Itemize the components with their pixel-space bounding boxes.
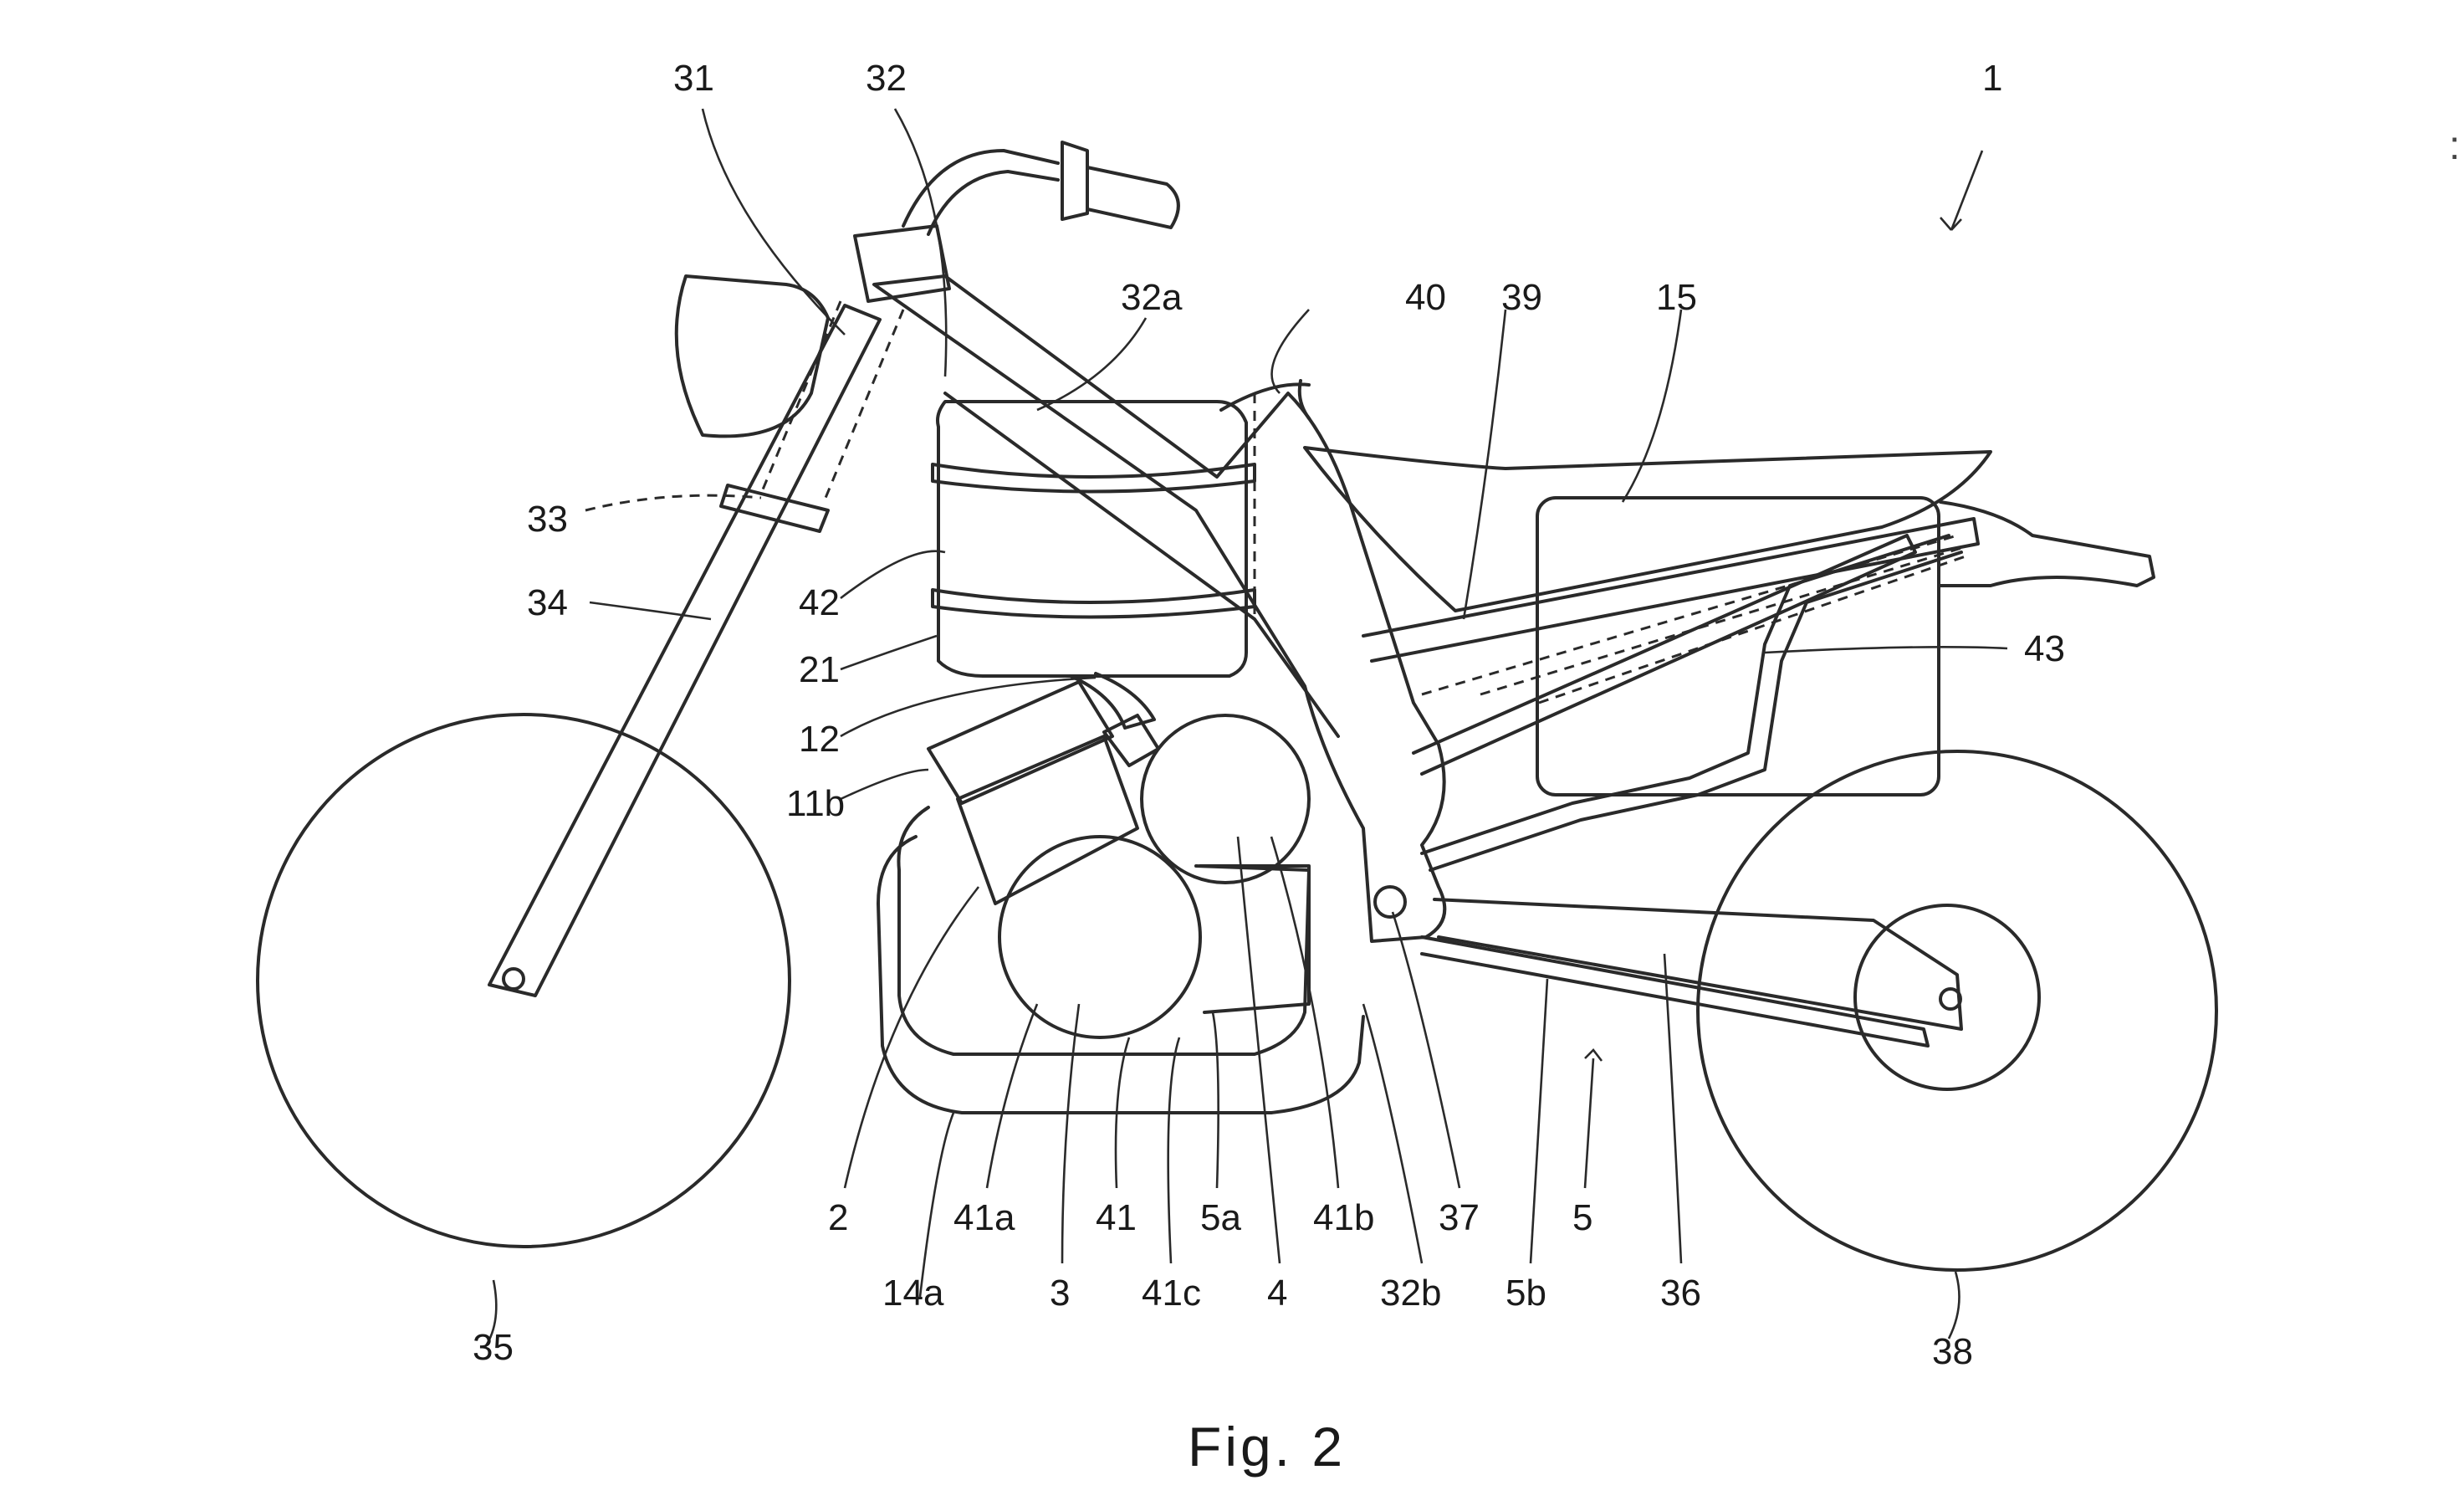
crank-case-3 xyxy=(998,835,1202,1039)
rear-fender xyxy=(1939,500,2155,587)
figure-caption: Fig. 2 xyxy=(1188,1416,1346,1478)
front-wheel xyxy=(256,713,791,1248)
upper-fork-bracket xyxy=(853,224,951,303)
label-40: 40 xyxy=(1405,277,1446,318)
cylinder-2 xyxy=(956,735,1139,905)
battery-box-15 xyxy=(1536,496,1940,796)
label-4: 4 xyxy=(1267,1273,1287,1314)
rear-sub-frame xyxy=(1412,534,1917,776)
engine-case-41c xyxy=(1199,864,1311,1014)
handlebar xyxy=(902,149,1060,228)
lower-fork-bracket xyxy=(719,484,830,533)
label-31: 31 xyxy=(673,58,714,99)
label-41c: 41c xyxy=(1142,1273,1201,1314)
label-15: 15 xyxy=(1656,277,1697,318)
label-2: 2 xyxy=(828,1197,848,1238)
label-14a: 14a xyxy=(882,1273,944,1314)
front-fork xyxy=(488,304,882,997)
label-39: 39 xyxy=(1501,277,1542,318)
seat-rail xyxy=(1362,517,1980,663)
label-32: 32 xyxy=(866,58,907,99)
front-axle xyxy=(502,967,525,991)
label-5a: 5a xyxy=(1200,1197,1241,1238)
label-5: 5 xyxy=(1572,1197,1592,1238)
handle-grip xyxy=(1061,141,1180,229)
label-35: 35 xyxy=(473,1327,514,1368)
label-1: 1 xyxy=(1982,58,2002,99)
tank-42 xyxy=(936,400,1248,678)
leader-lines xyxy=(483,108,2008,1348)
swing-arm-36 xyxy=(1433,898,1963,1031)
rear-wheel xyxy=(1696,750,2218,1272)
label-38: 38 xyxy=(1932,1331,1973,1372)
label-32b: 32b xyxy=(1380,1273,1441,1314)
main-frame-upper xyxy=(872,274,1447,943)
pivot-37 xyxy=(1373,885,1407,919)
label-41b: 41b xyxy=(1313,1197,1374,1238)
label-11b: 11b xyxy=(786,783,845,824)
label-3: 3 xyxy=(1050,1273,1070,1314)
label-5b: 5b xyxy=(1505,1273,1546,1314)
seat xyxy=(1303,446,1992,612)
label-12: 12 xyxy=(799,719,840,760)
handlebar-stem xyxy=(927,170,1060,236)
label-34: 34 xyxy=(527,582,568,623)
label-41a: 41a xyxy=(953,1197,1015,1238)
generator-4 xyxy=(1140,714,1311,884)
rear-sprocket xyxy=(1853,904,2041,1091)
frame-down-tube xyxy=(943,392,1340,738)
reference-labels: 31 32 1 32a 40 39 15 33 34 42 21 12 11b … xyxy=(473,58,2460,1478)
tank-band-upper xyxy=(931,463,1256,494)
intake-pipe-12 xyxy=(1069,672,1156,730)
swing-arm-lower-5b xyxy=(1420,935,1930,1047)
label-41: 41 xyxy=(1096,1197,1137,1238)
headlight xyxy=(674,274,830,438)
label-37: 37 xyxy=(1439,1197,1480,1238)
label-43: 43 xyxy=(2024,628,2065,669)
label-32a: 32a xyxy=(1121,277,1183,318)
label-21: 21 xyxy=(799,649,840,690)
edge-mark: : xyxy=(2449,124,2460,168)
engine-block-41 xyxy=(897,806,1311,1056)
label-33: 33 xyxy=(527,499,568,540)
tank-band-lower xyxy=(931,588,1256,619)
label-42: 42 xyxy=(799,582,840,623)
rear-carrier-frame-43 xyxy=(1420,534,1963,872)
battery-wiring-hidden xyxy=(1421,534,1966,704)
label-36: 36 xyxy=(1660,1273,1701,1314)
under-frame-14a xyxy=(877,835,1365,1114)
cylinder-head-11b xyxy=(927,680,1114,805)
